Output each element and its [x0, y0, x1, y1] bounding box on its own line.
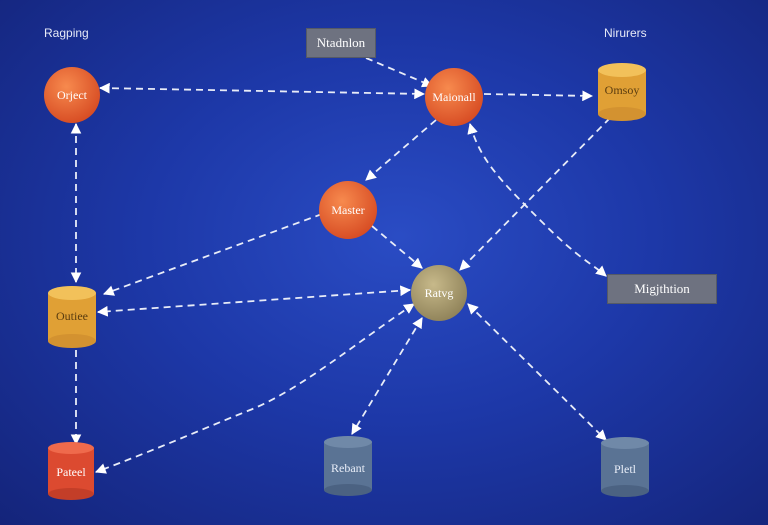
corner-label-right: Nirurers: [604, 26, 647, 40]
edge-mainnall-cylinder: [483, 90, 594, 102]
edge-cylinder-hub: [459, 117, 611, 271]
label-cylinder-bottom-right: Pletl: [613, 461, 636, 476]
label-circle-object: Orject: [57, 87, 87, 102]
label-cylinder-left: Outiee: [56, 308, 88, 323]
edge-mainnall-migration: [467, 122, 607, 277]
node-cylinder-bottom-mid[interactable]: [324, 436, 372, 496]
node-cylinder-left[interactable]: [48, 286, 96, 348]
node-circle-hub[interactable]: [411, 265, 467, 321]
node-circle-mainnall[interactable]: [425, 68, 483, 126]
label-circle-mainnall: Maionall: [432, 89, 476, 104]
box-right[interactable]: Migjthtion: [607, 274, 717, 304]
node-cylinder-top-right[interactable]: [598, 63, 646, 121]
node-cylinder-bottom-left[interactable]: [48, 442, 94, 500]
node-circle-master[interactable]: [319, 181, 377, 239]
edge-object-mainnall: [98, 82, 426, 100]
node-cylinder-bottom-right[interactable]: [601, 437, 649, 497]
label-circle-hub: Ratvg: [424, 285, 454, 300]
box-top[interactable]: Ntadnlon: [306, 28, 376, 58]
label-cylinder-bottom-mid: Rebant: [331, 460, 365, 475]
label-cylinder-top-right: Omsoy: [604, 82, 640, 97]
edge-hub-bottom-mid: [351, 317, 423, 435]
label-cylinder-bottom-left: Pateel: [56, 464, 86, 479]
edge-box-mainnall: [365, 57, 433, 88]
edge-hub-cylinder-left: [96, 285, 412, 317]
label-circle-master: Master: [331, 202, 365, 217]
edge-hub-bottom-left: [94, 303, 415, 474]
edge-master-cylinder-left: [102, 213, 323, 296]
edge-mainnall-master: [365, 119, 437, 181]
corner-label-left: Ragping: [44, 26, 89, 40]
edge-master-hub: [371, 225, 423, 269]
node-circle-object[interactable]: [44, 67, 100, 123]
edge-hub-bottom-right: [467, 303, 607, 441]
